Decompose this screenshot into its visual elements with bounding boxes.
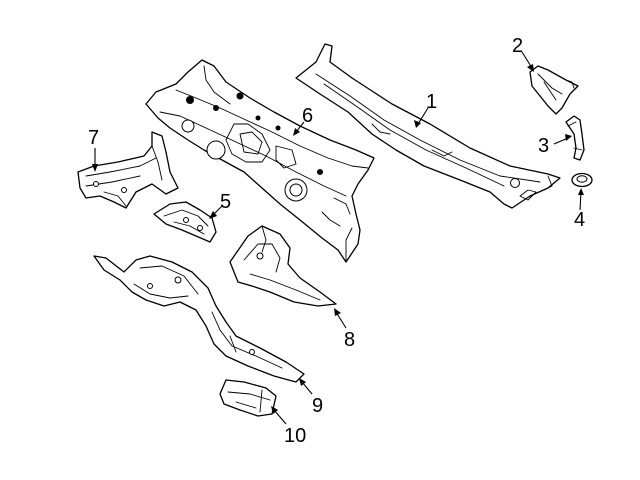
callout-9: 9 <box>312 395 323 417</box>
part-1-cowl-panel <box>295 43 561 209</box>
callout-leaders <box>92 51 584 425</box>
callout-6: 6 <box>302 105 313 127</box>
callout-8: 8 <box>344 329 355 351</box>
callout-7: 7 <box>88 127 99 149</box>
callout-10: 10 <box>284 425 306 447</box>
part-10-lower-bracket <box>219 379 277 417</box>
part-6-dash-panel <box>145 59 375 263</box>
callout-1: 1 <box>426 91 437 113</box>
part-3-drain-tube <box>565 115 585 161</box>
part-8-reinforcement <box>229 225 337 307</box>
part-4-grommet <box>571 172 593 188</box>
part-5-small-bracket <box>153 201 217 243</box>
callout-4: 4 <box>574 209 585 231</box>
callout-5: 5 <box>220 191 231 213</box>
part-2-bracket <box>529 65 579 115</box>
part-7-side-bracket <box>77 131 179 209</box>
callout-labels: 1 2 3 4 5 6 7 8 9 10 <box>88 35 585 447</box>
callout-3: 3 <box>538 135 549 157</box>
part-9-lower-rail <box>93 255 305 383</box>
callout-2: 2 <box>512 35 523 57</box>
